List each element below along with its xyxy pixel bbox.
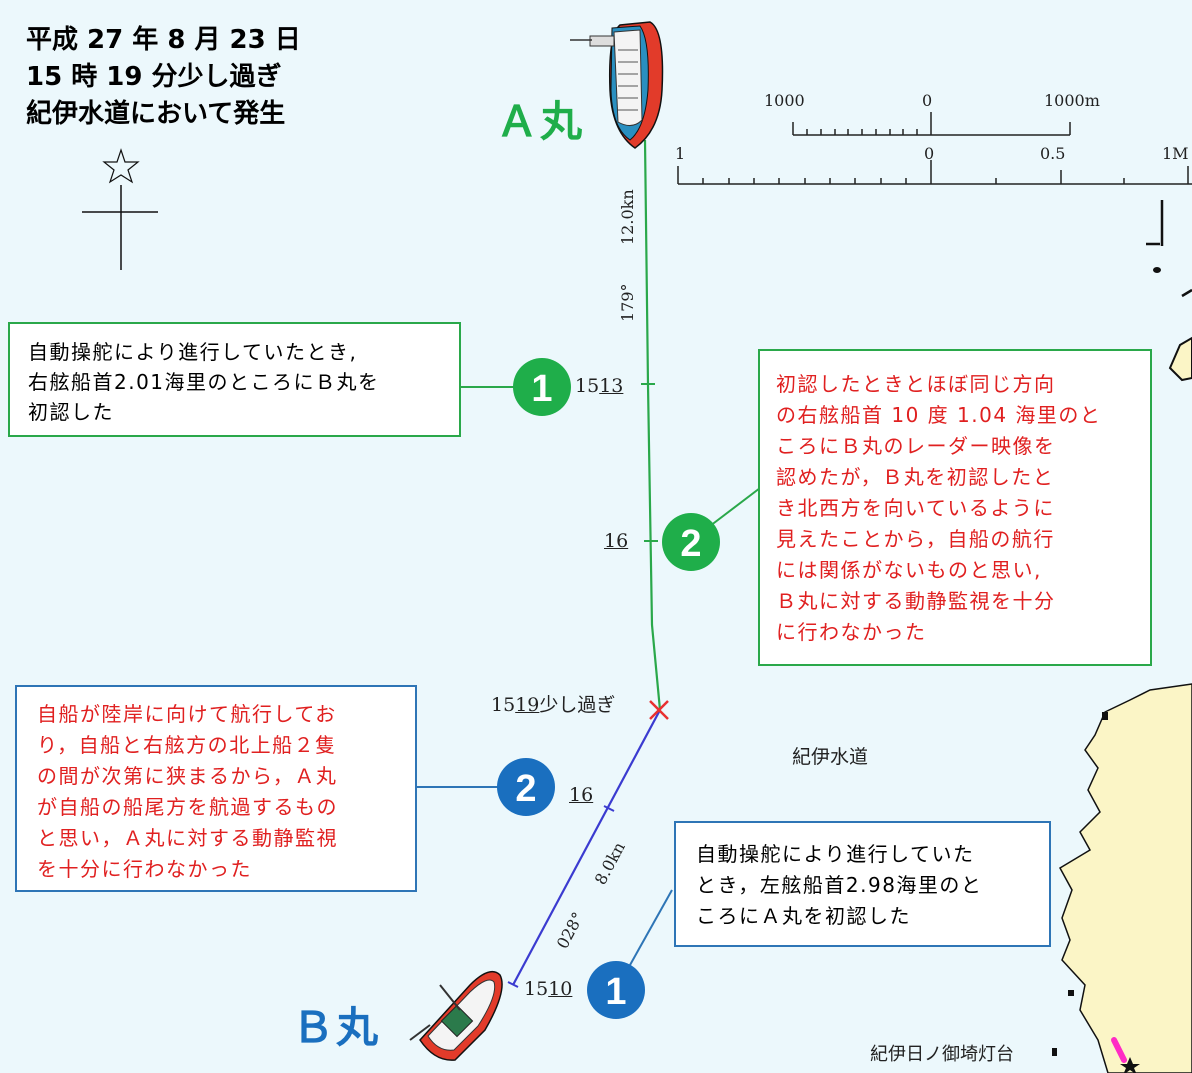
time-label-1510: 1510 — [524, 978, 573, 1000]
islet — [1068, 990, 1074, 996]
scale-label: 0 — [922, 91, 932, 110]
connector-b1 — [629, 889, 673, 966]
ship-a-icon — [570, 21, 664, 149]
marker-b1: 1 — [587, 961, 645, 1019]
time-label-collision: 1519少し過ぎ — [491, 694, 616, 716]
time-label-a16: 16 — [604, 530, 629, 552]
incident-date: 平成 27 年 8 月 23 日 — [26, 25, 301, 55]
collision-point-icon — [649, 700, 669, 720]
scale-label: 0 — [924, 144, 934, 163]
scale-bar-miles — [677, 160, 1192, 185]
track-a-speed: 12.0kn — [618, 189, 637, 245]
scale-bar-meters — [792, 112, 1071, 136]
note-b1: 自動操舵により進行していた とき，左舷船首2.98海里のと ころにＡ丸を初認した — [674, 821, 1051, 947]
islet — [1052, 1048, 1057, 1056]
time-label-1513: 1513 — [575, 375, 624, 397]
incident-place: 紀伊水道において発生 — [26, 99, 286, 129]
incident-time: 15 時 19 分少し過ぎ — [26, 62, 282, 92]
svg-text:2: 2 — [680, 523, 701, 565]
note-b2: 自船が陸岸に向けて航行してお り，自船と右舷方の北上船２隻 の間が次第に狭まるか… — [15, 685, 417, 892]
coast-fragment — [1181, 288, 1192, 298]
track-b-tick-1510 — [507, 981, 519, 988]
track-b-speed: 8.0kn — [591, 839, 629, 888]
label-kii-channel: 紀伊水道 — [792, 746, 869, 768]
land-coast-north — [1168, 336, 1192, 382]
vessel-b-label: Ｂ丸 — [292, 1003, 381, 1052]
svg-text:1: 1 — [531, 368, 552, 410]
track-b-tick-16 — [603, 805, 615, 812]
scale-label: 1000m — [1044, 91, 1100, 110]
connector-a2 — [709, 487, 761, 527]
lighthouse-icon — [1111, 1037, 1140, 1073]
svg-text:2: 2 — [515, 768, 536, 810]
note-a2: 初認したときとほぼ同じ方向 の右舷船首 10 度 1.04 海里のと ころにＢ丸… — [758, 349, 1152, 666]
track-b-line — [512, 709, 661, 986]
svg-text:1: 1 — [605, 971, 626, 1013]
marker-a1: 1 — [513, 358, 571, 416]
time-label-b16: 16 — [569, 784, 594, 806]
north-arrow — [82, 148, 158, 270]
scale-label: 1M — [1162, 144, 1189, 163]
track-b-course: 028° — [553, 909, 588, 952]
scale-label: 1000 — [764, 91, 805, 110]
marker-b2: 2 — [497, 758, 555, 816]
islet — [1102, 712, 1108, 720]
incident-title: 平成 27 年 8 月 23 日 15 時 19 分少し過ぎ 紀伊水道において発… — [26, 22, 301, 133]
track-a-course: 179° — [618, 283, 637, 322]
vessel-a-label: Ａ丸 — [496, 97, 585, 146]
islet — [1153, 267, 1161, 273]
track-a-line — [643, 139, 662, 711]
marker-a2: 2 — [662, 513, 720, 571]
label-lighthouse: 紀伊日ノ御埼灯台 — [870, 1044, 1014, 1065]
note-a1: 自動操舵により進行していたとき, 右舷船首2.01海里のところにＢ丸を 初認した — [8, 322, 461, 437]
land-coast-south — [1058, 683, 1192, 1073]
ship-b-icon — [409, 970, 503, 1061]
scale-label: 0.5 — [1040, 144, 1065, 163]
scale-label: 1 — [675, 144, 685, 163]
